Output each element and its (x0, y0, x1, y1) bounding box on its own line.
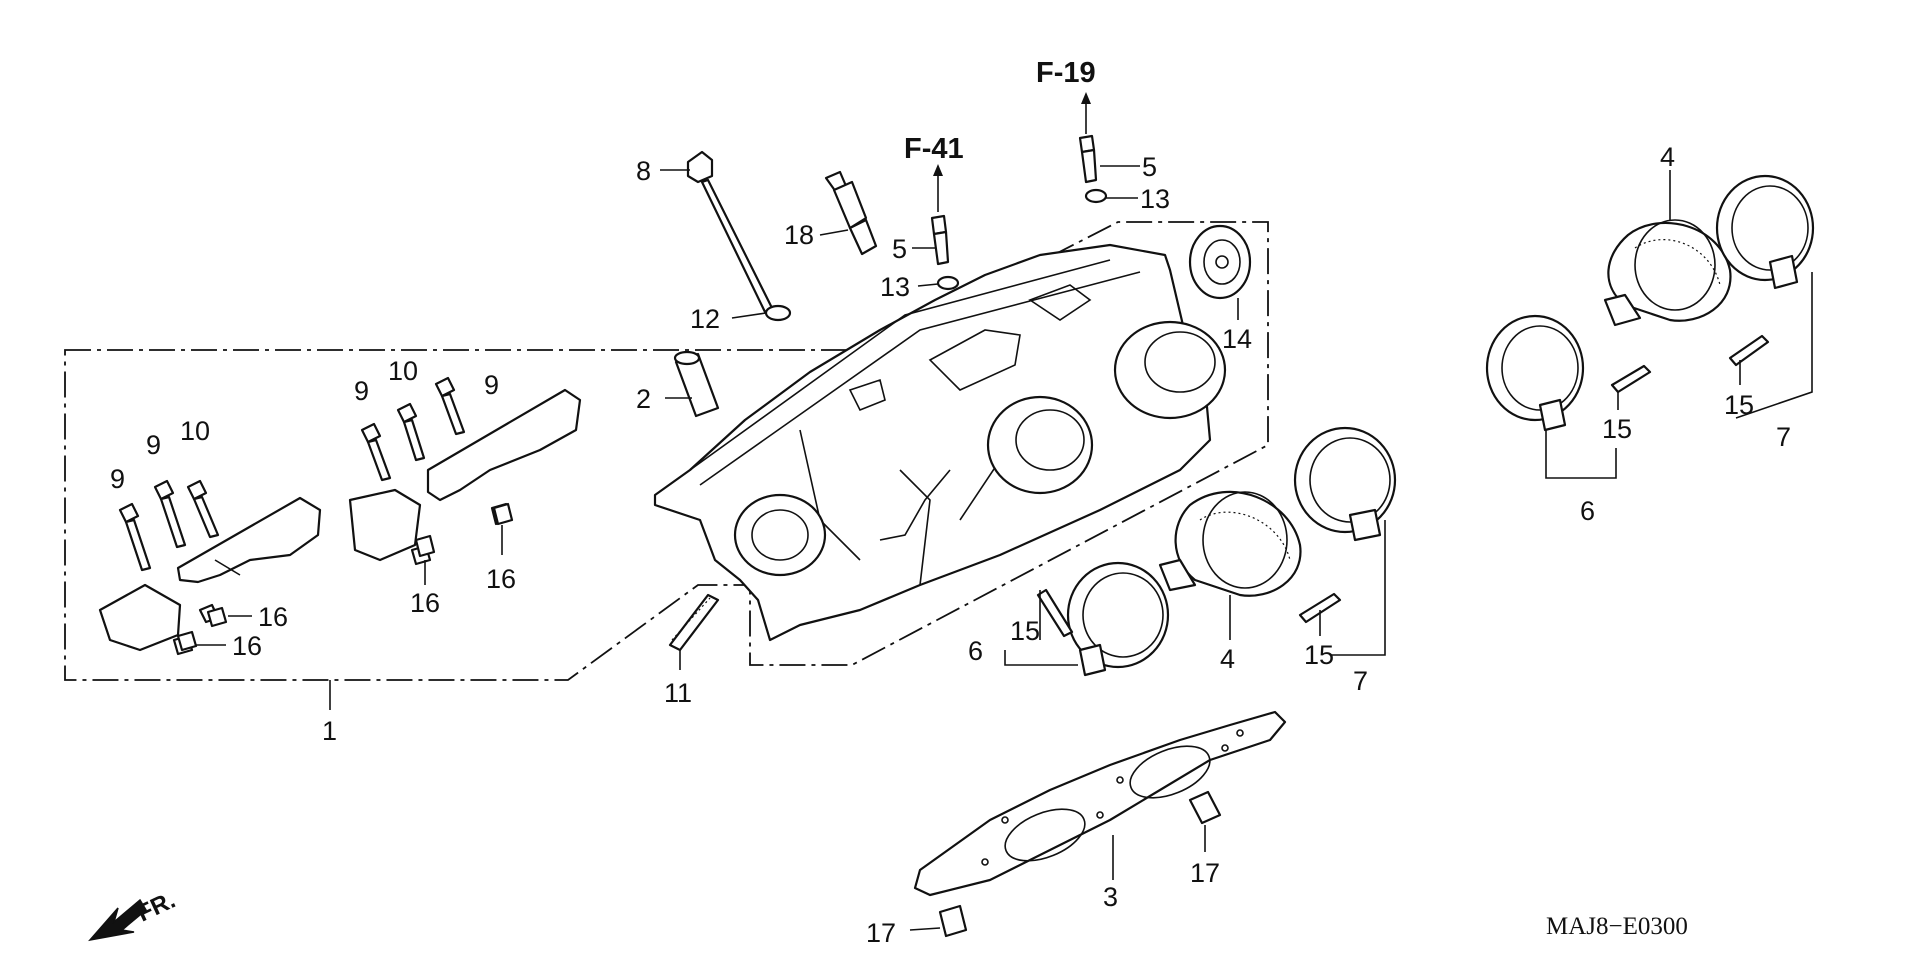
part-17-dowel-b (938, 904, 968, 938)
callout-6: 6 (1580, 496, 1595, 526)
part-16-dowel-c (414, 534, 436, 558)
ref-label-f19: F-19 (1036, 57, 1096, 89)
part-18-spark-plug (824, 170, 878, 256)
leader-6a (1004, 650, 1078, 666)
part-11-stud (668, 593, 720, 652)
callout-9: 9 (146, 430, 161, 460)
part-16-dowel-a (206, 606, 228, 628)
callout-2: 2 (636, 384, 651, 414)
part-15-screw-a (1036, 588, 1074, 638)
part-12-washer (764, 304, 792, 322)
callout-18: 18 (784, 220, 814, 250)
callout-9: 9 (354, 376, 369, 406)
leader-6b (1545, 430, 1617, 479)
leader-13a (917, 283, 939, 287)
callout-9: 9 (110, 464, 125, 494)
part-15-screw-b (1298, 592, 1342, 624)
clamp-rear-left (1485, 314, 1585, 432)
insulator-rear (1603, 219, 1732, 327)
callout-16: 16 (232, 631, 262, 661)
callout-15: 15 (1010, 616, 1040, 646)
clamp-front-right (1293, 426, 1397, 542)
callout-13: 13 (880, 272, 910, 302)
callout-13: 13 (1140, 184, 1170, 214)
callout-16: 16 (486, 564, 516, 594)
callout-9: 9 (484, 370, 499, 400)
callout-17: 17 (866, 918, 896, 948)
insulator-front (1158, 490, 1302, 597)
leader-7b (1735, 272, 1813, 419)
part-13-washer-b (1084, 188, 1108, 204)
callout-5: 5 (1142, 152, 1157, 182)
callout-16: 16 (258, 602, 288, 632)
ref-arrow-f41 (933, 164, 943, 212)
callout-4: 4 (1220, 644, 1235, 674)
callout-15: 15 (1602, 414, 1632, 444)
leader-17b (909, 927, 941, 931)
callout-10: 10 (388, 356, 418, 386)
part-16-dowel-d (492, 502, 514, 526)
callout-6: 6 (968, 636, 983, 666)
cam-holder-left (98, 479, 322, 656)
callout-16: 16 (410, 588, 440, 618)
callout-11: 11 (664, 678, 692, 708)
part-2-dowel (673, 350, 720, 418)
leader-12 (731, 312, 767, 319)
ref-label-f41: F-41 (904, 133, 964, 165)
part-5-sensor-f19 (1078, 134, 1098, 184)
front-label: FR. (133, 887, 179, 928)
part-14-seal (1188, 224, 1252, 300)
assembly-outline (64, 221, 1269, 681)
part-5-sensor-f41 (930, 214, 950, 266)
diagram-code: MAJ8−E0300 (1546, 913, 1688, 940)
cylinder-head (653, 243, 1227, 642)
callout-7: 7 (1353, 666, 1368, 696)
callout-17: 17 (1190, 858, 1220, 888)
part-13-washer-a (936, 275, 960, 291)
callout-15: 15 (1304, 640, 1334, 670)
part-15-screw-d (1728, 334, 1770, 367)
part-8-bolt (686, 150, 774, 314)
callout-14: 14 (1222, 324, 1252, 354)
callout-4: 4 (1660, 142, 1675, 172)
callout-5: 5 (892, 234, 907, 264)
callout-10: 10 (180, 416, 210, 446)
callout-15: 15 (1724, 390, 1754, 420)
clamp-front-left (1066, 561, 1170, 677)
part-17-dowel-a (1188, 790, 1222, 825)
callout-8: 8 (636, 156, 651, 186)
ref-arrow-f19 (1081, 92, 1091, 134)
callout-1: 1 (322, 716, 337, 746)
callout-3: 3 (1103, 882, 1118, 912)
part-3-gasket (913, 710, 1287, 897)
leader-7a (1330, 520, 1386, 656)
callout-7: 7 (1776, 422, 1791, 452)
leader-18 (819, 229, 849, 236)
front-direction-arrow-icon (88, 898, 147, 942)
callout-12: 12 (690, 304, 720, 334)
part-15-screw-c (1610, 364, 1652, 394)
cam-holder-right (348, 376, 582, 566)
clamp-rear-right (1715, 174, 1815, 290)
part-16-dowel-b (176, 630, 198, 652)
